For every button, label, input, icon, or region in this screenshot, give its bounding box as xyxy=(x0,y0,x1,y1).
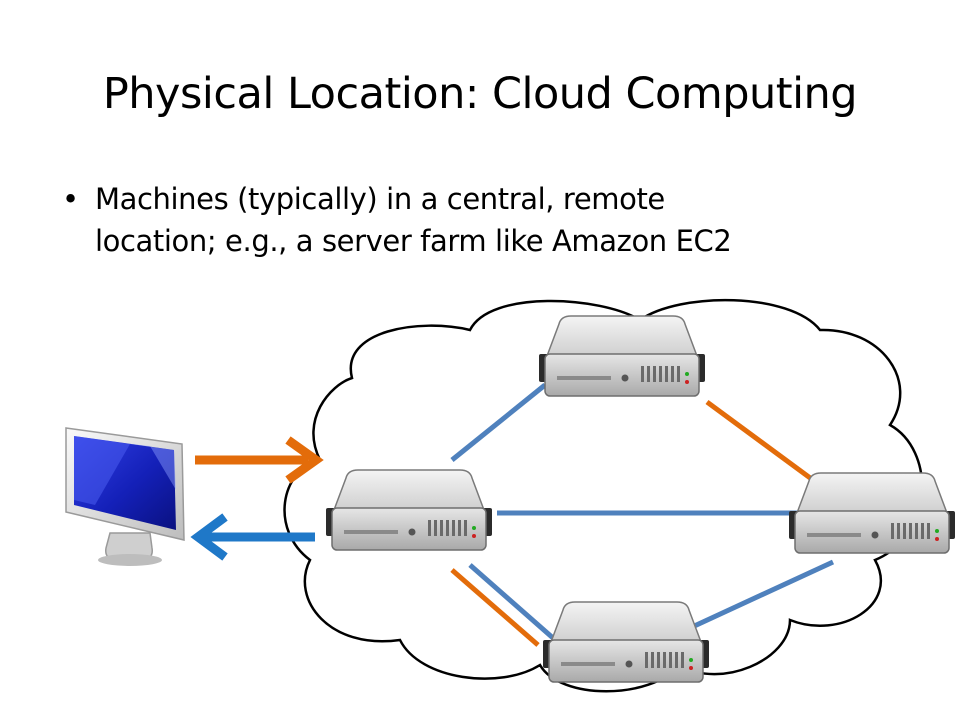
bullet-list: • Machines (typically) in a central, rem… xyxy=(62,178,922,262)
server-icon xyxy=(325,469,493,551)
server-icon xyxy=(542,601,710,683)
response-arrow xyxy=(190,513,315,561)
bullet-marker: • xyxy=(62,182,79,216)
link-left-bottom-blue xyxy=(468,563,555,640)
monitor-icon xyxy=(65,427,185,566)
server-icon xyxy=(788,472,956,554)
link-left-top xyxy=(450,383,547,462)
request-arrow xyxy=(195,436,324,484)
slide-title: Physical Location: Cloud Computing xyxy=(102,69,858,119)
bullet-text-line-1: Machines (typically) in a central, remot… xyxy=(95,182,665,216)
server-icon xyxy=(538,315,706,397)
bullet-text-line-2: location; e.g., a server farm like Amazo… xyxy=(95,224,732,258)
link-left-bottom-orange xyxy=(450,568,540,647)
link-bottom-right xyxy=(688,559,835,631)
bullet-item: • Machines (typically) in a central, rem… xyxy=(62,178,922,262)
link-top-right-orange xyxy=(705,399,819,486)
